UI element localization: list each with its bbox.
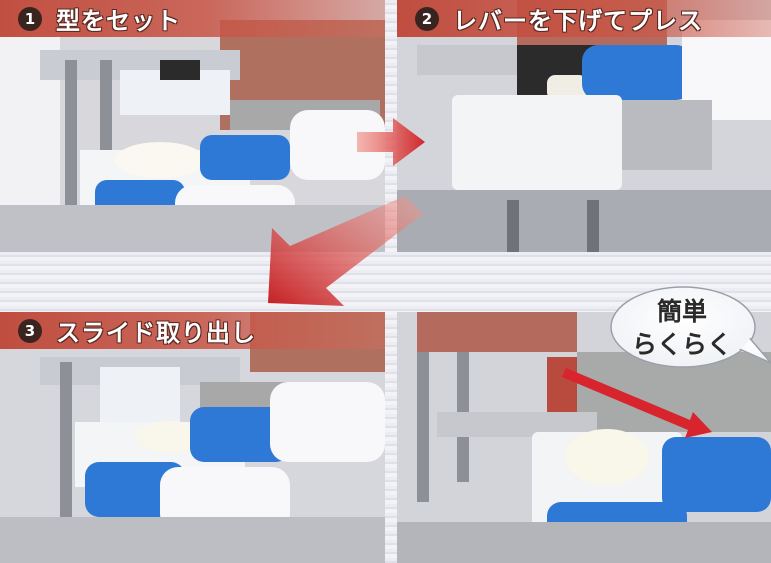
bubble-text: 簡単 らくらく [607, 295, 757, 361]
step2-banner: 2 レバーを下げてプレス [397, 0, 771, 37]
step1-number-badge: 1 [18, 6, 42, 31]
step2-photo: 2 レバーを下げてプレス [397, 0, 771, 252]
step3-photo-illustration [0, 312, 385, 563]
bubble-line1: 簡単 [656, 297, 707, 326]
step3-photo: 3 スライド取り出し [0, 312, 385, 563]
step2-photo-illustration [397, 0, 771, 252]
bubble-line2: らくらく [631, 330, 732, 359]
step1-photo-illustration [0, 0, 385, 252]
step2-number-badge: 2 [415, 6, 439, 31]
step3-number-badge: 3 [18, 318, 42, 343]
step1-photo: 1 型をセット [0, 0, 385, 252]
step2-label: レバーを下げてプレス [453, 7, 703, 35]
step3-banner: 3 スライド取り出し [0, 312, 385, 349]
easy-speech-bubble: 簡単 らくらく [607, 283, 771, 373]
step1-label: 型をセット [56, 7, 181, 35]
step3-label: スライド取り出し [56, 319, 256, 347]
step1-banner: 1 型をセット [0, 0, 385, 37]
